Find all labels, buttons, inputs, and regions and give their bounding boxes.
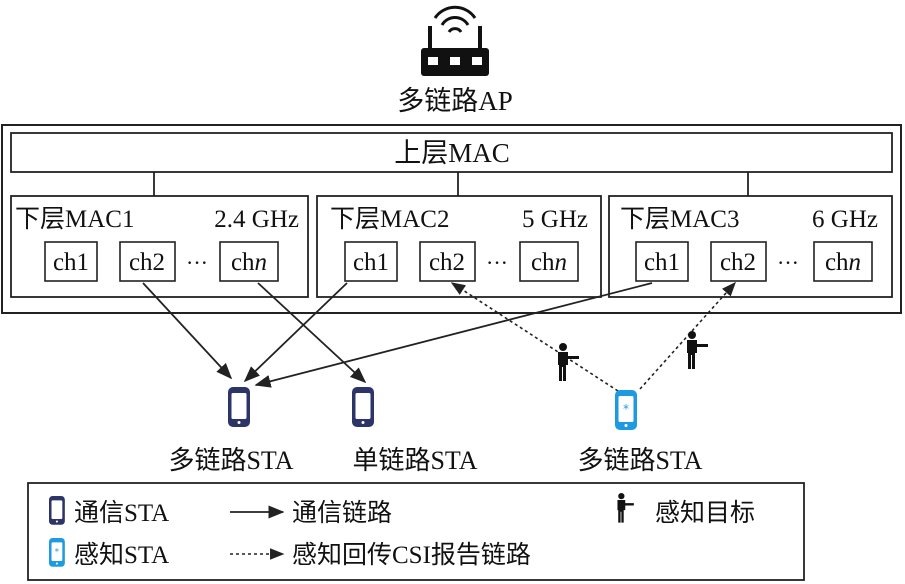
phone-icon	[352, 387, 374, 427]
channel-box: ch1	[353, 249, 389, 276]
station-label: 多链路STA	[168, 446, 293, 475]
channel-box: chn	[231, 249, 267, 276]
lower-mac-name: 下层MAC1	[15, 206, 134, 233]
lower-mac-band: 6 GHz	[812, 206, 878, 233]
ap-label: 多链路AP	[397, 86, 513, 116]
channel-box: chn	[531, 249, 567, 276]
sensing-phone-icon	[49, 538, 65, 567]
lower-mac-name: 下层MAC3	[620, 206, 739, 233]
channel-ellipsis: ···	[486, 250, 508, 275]
lower-mac-name: 下层MAC2	[330, 206, 449, 233]
sensing-target-icon	[687, 331, 708, 369]
lower-mac-3: 下层MAC3 6 GHz ch1 ch2 ··· chn	[608, 195, 893, 298]
sensing-target-icon	[617, 493, 634, 523]
channel-ellipsis: ···	[186, 250, 208, 275]
legend-comm-sta: 通信STA	[74, 499, 169, 527]
channel-box: ch1	[644, 249, 680, 276]
station-label: 单链路STA	[352, 446, 477, 475]
station-label: 多链路STA	[577, 446, 702, 475]
channel-box: ch2	[720, 249, 756, 276]
channel-box: ch2	[429, 249, 465, 276]
ap-frame	[1, 124, 902, 314]
channel-ellipsis: ···	[777, 250, 799, 275]
channel-box: ch1	[53, 249, 89, 276]
lower-mac-band: 2.4 GHz	[214, 206, 299, 233]
lower-mac-2: 下层MAC2 5 GHz ch1 ch2 ··· chn	[316, 195, 602, 298]
channel-box: ch2	[129, 249, 165, 276]
sensing-phone-icon	[615, 390, 637, 430]
channel-box: chn	[825, 249, 861, 276]
legend-sense-link: 感知回传CSI报告链路	[292, 541, 531, 569]
sensing-target-icon	[558, 343, 579, 381]
wifi-router-icon	[421, 5, 489, 76]
legend-target: 感知目标	[655, 499, 755, 527]
legend-comm-link: 通信链路	[292, 499, 392, 527]
communication-links	[142, 282, 653, 388]
upper-mac-box	[10, 132, 893, 173]
lower-mac-1: 下层MAC1 2.4 GHz ch1 ch2 ··· chn	[10, 195, 309, 298]
lower-mac-band: 5 GHz	[522, 206, 588, 233]
phone-icon	[228, 387, 250, 427]
phone-icon	[49, 496, 65, 525]
legend-sense-sta: 感知STA	[74, 541, 169, 569]
upper-mac-label: 上层MAC	[394, 138, 510, 168]
legend: 通信STA 通信链路 感知目标 感知STA 感知回传CSI报告链路	[27, 482, 805, 581]
